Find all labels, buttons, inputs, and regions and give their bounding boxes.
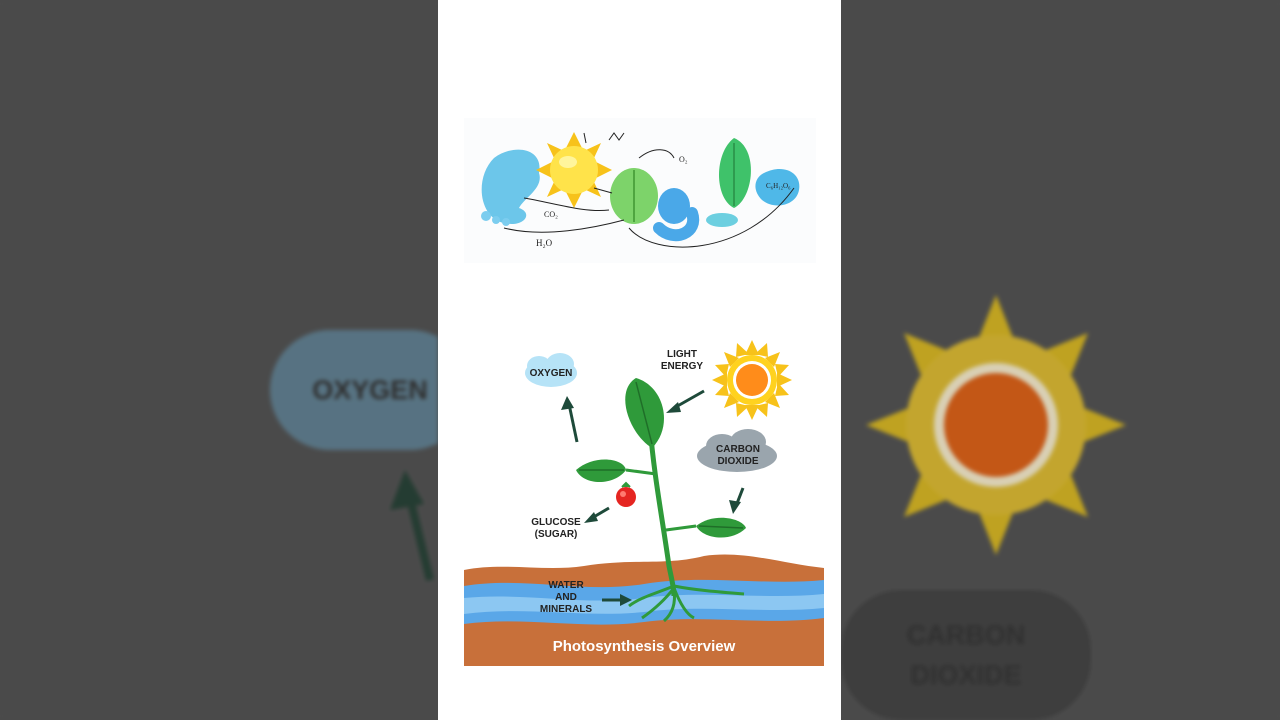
co2-cloud-icon xyxy=(697,429,777,472)
water-label-3: MINERALS xyxy=(540,604,593,615)
bg-sun-icon xyxy=(866,295,1126,555)
co2-label-1: CARBON xyxy=(716,444,760,455)
photosynthesis-diagram: OXYGEN LIGHT ENERGY xyxy=(464,336,824,666)
water-label-2: AND xyxy=(555,592,577,603)
doodle-g-letter xyxy=(481,149,540,225)
background-right: CARBON DIOXIDE xyxy=(841,0,1280,720)
light-energy-label-1: LIGHT xyxy=(667,349,697,360)
co2-label-2: DIOXIDE xyxy=(717,456,758,467)
bg-co2-cloud: CARBON DIOXIDE xyxy=(841,590,1091,720)
bg-oxygen-cloud: OXYGEN xyxy=(270,330,438,450)
oxygen-cloud-icon xyxy=(525,353,577,387)
doodle-o2-label: O₂ xyxy=(679,155,688,164)
oxygen-label: OXYGEN xyxy=(530,368,573,379)
doodle-h2o-label: H₂O xyxy=(536,238,553,248)
doodle-g2-letter xyxy=(658,188,690,224)
doodle-glucose-label: C₆H₁₂O₆ xyxy=(766,182,791,190)
diagram-caption: Photosynthesis Overview xyxy=(552,638,736,655)
google-doodle-image: CO₂ O₂ H₂O C₆H₁₂O₆ xyxy=(464,118,816,263)
water-label-1: WATER xyxy=(548,580,584,591)
background-left: OXYGEN xyxy=(0,0,438,720)
plant-icon xyxy=(576,378,746,623)
bg-arrow-icon xyxy=(390,470,434,581)
glucose-label-2: (SUGAR) xyxy=(535,529,578,540)
bg-co2-label-2: DIOXIDE xyxy=(910,660,1022,690)
bg-oxygen-label: OXYGEN xyxy=(312,374,428,405)
doodle-sun-icon xyxy=(536,132,612,208)
light-energy-label-2: ENERGY xyxy=(661,361,704,372)
content-panel: CO₂ O₂ H₂O C₆H₁₂O₆ OXYGEN LIGHT ENERGY xyxy=(438,0,841,720)
doodle-co2-label: CO₂ xyxy=(544,210,558,219)
bg-co2-label-1: CARBON xyxy=(906,620,1026,650)
doodle-e-letter xyxy=(755,169,800,206)
sun-icon xyxy=(712,340,792,420)
glucose-label-1: GLUCOSE xyxy=(531,517,581,528)
